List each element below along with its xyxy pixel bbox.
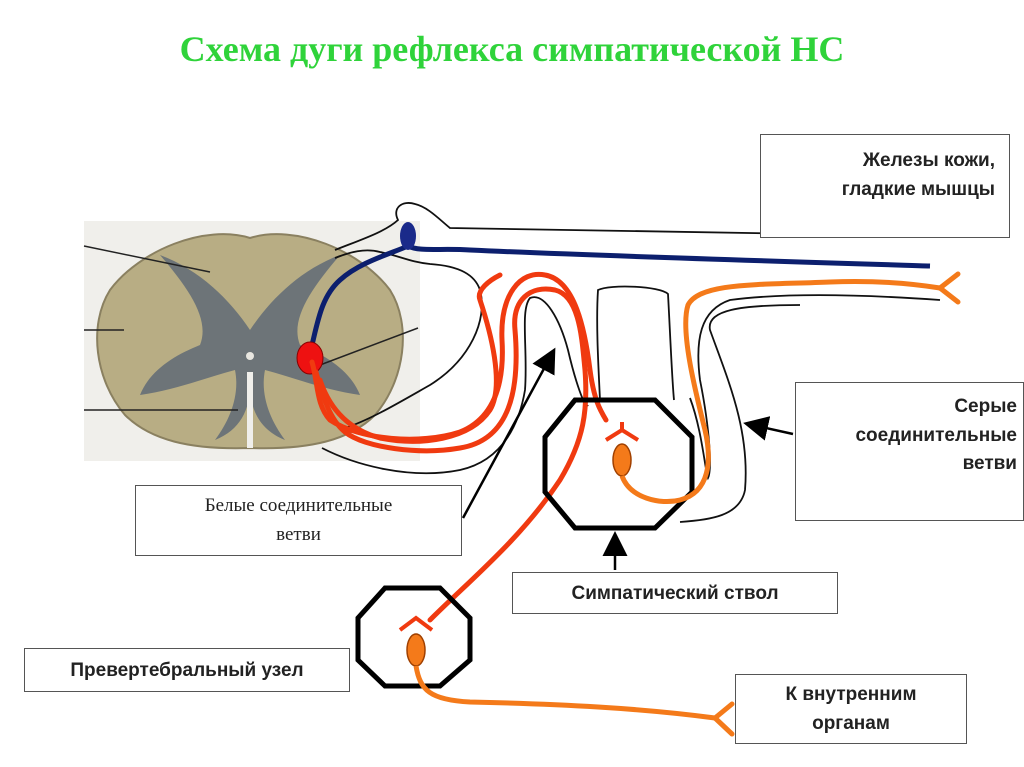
central-canal — [246, 352, 254, 360]
preganglionic-fibers — [309, 271, 609, 623]
postganglionic-fiber-to-skin — [619, 278, 941, 505]
spinal-nerve-inner-outline — [334, 249, 483, 429]
label-skin-glands: Железы кожи, гладкие мышцы — [760, 134, 1010, 238]
effector-ending-skin — [937, 271, 961, 305]
label-sympathetic-trunk: Симпатический ствол — [512, 572, 838, 614]
pointer-line-horn — [319, 327, 419, 366]
gray-matter — [140, 255, 360, 440]
label-internal-organs-line-2: органам — [812, 712, 890, 734]
trunk-branch-outline — [596, 285, 675, 401]
pointer-line-dorsal — [83, 245, 211, 273]
label-gray-rami-line-2: соединительные — [855, 424, 1017, 446]
sensory-fiber-peripheral — [406, 243, 931, 269]
sensory-neuron-body — [400, 222, 416, 250]
label-white-rami: Белые соединительные ветви — [135, 485, 462, 556]
label-gray-rami-line-3: ветви — [962, 453, 1017, 474]
preganglionic-fiber-loop — [317, 272, 503, 444]
trunk-synapse — [604, 422, 640, 442]
prevertebral-ganglion — [355, 585, 473, 689]
white-rami-outline — [321, 296, 589, 475]
gray-rami-inner-outline — [679, 304, 801, 523]
postganglionic-fiber-to-organs — [413, 665, 716, 721]
label-white-rami-line-1: Белые соединительные — [204, 495, 393, 516]
arrow-white-rami — [461, 347, 556, 519]
effector-ending-organs — [712, 701, 735, 737]
label-gray-rami-line-1: Серые — [954, 396, 1017, 417]
label-skin-glands-line-1: Железы кожи, — [862, 150, 995, 171]
trunk-ganglion-neuron — [612, 443, 632, 477]
sensory-fiber-central — [309, 243, 410, 346]
preganglionic-fiber-to-prevertebral — [313, 286, 589, 623]
lateral-horn-neuron — [296, 341, 324, 375]
label-gray-rami: Серые соединительные ветви — [795, 382, 1024, 521]
spinal-cord-cross-section — [83, 221, 420, 461]
sensory-pathway — [309, 222, 931, 346]
prevertebral-synapse — [398, 615, 434, 632]
label-prevertebral-node: Превертебральный узел — [24, 648, 350, 692]
dorsal-root-outline — [334, 202, 931, 251]
label-white-rami-line-2: ветви — [276, 523, 321, 545]
prevertebral-neuron — [406, 633, 426, 667]
label-prevertebral-node-text: Превертебральный узел — [70, 660, 304, 681]
label-sympathetic-trunk-text: Симпатический ствол — [571, 583, 779, 604]
label-internal-organs: К внутренним органам — [735, 674, 967, 744]
label-internal-organs-line-1: К внутренним — [785, 684, 917, 705]
slide-title: Схема дуги рефлекса симпатической НС — [179, 29, 845, 69]
sympathetic-trunk-ganglion — [542, 397, 695, 531]
label-skin-glands-line-2: гладкие мышцы — [841, 178, 995, 200]
arrow-gray-rami — [743, 416, 794, 441]
